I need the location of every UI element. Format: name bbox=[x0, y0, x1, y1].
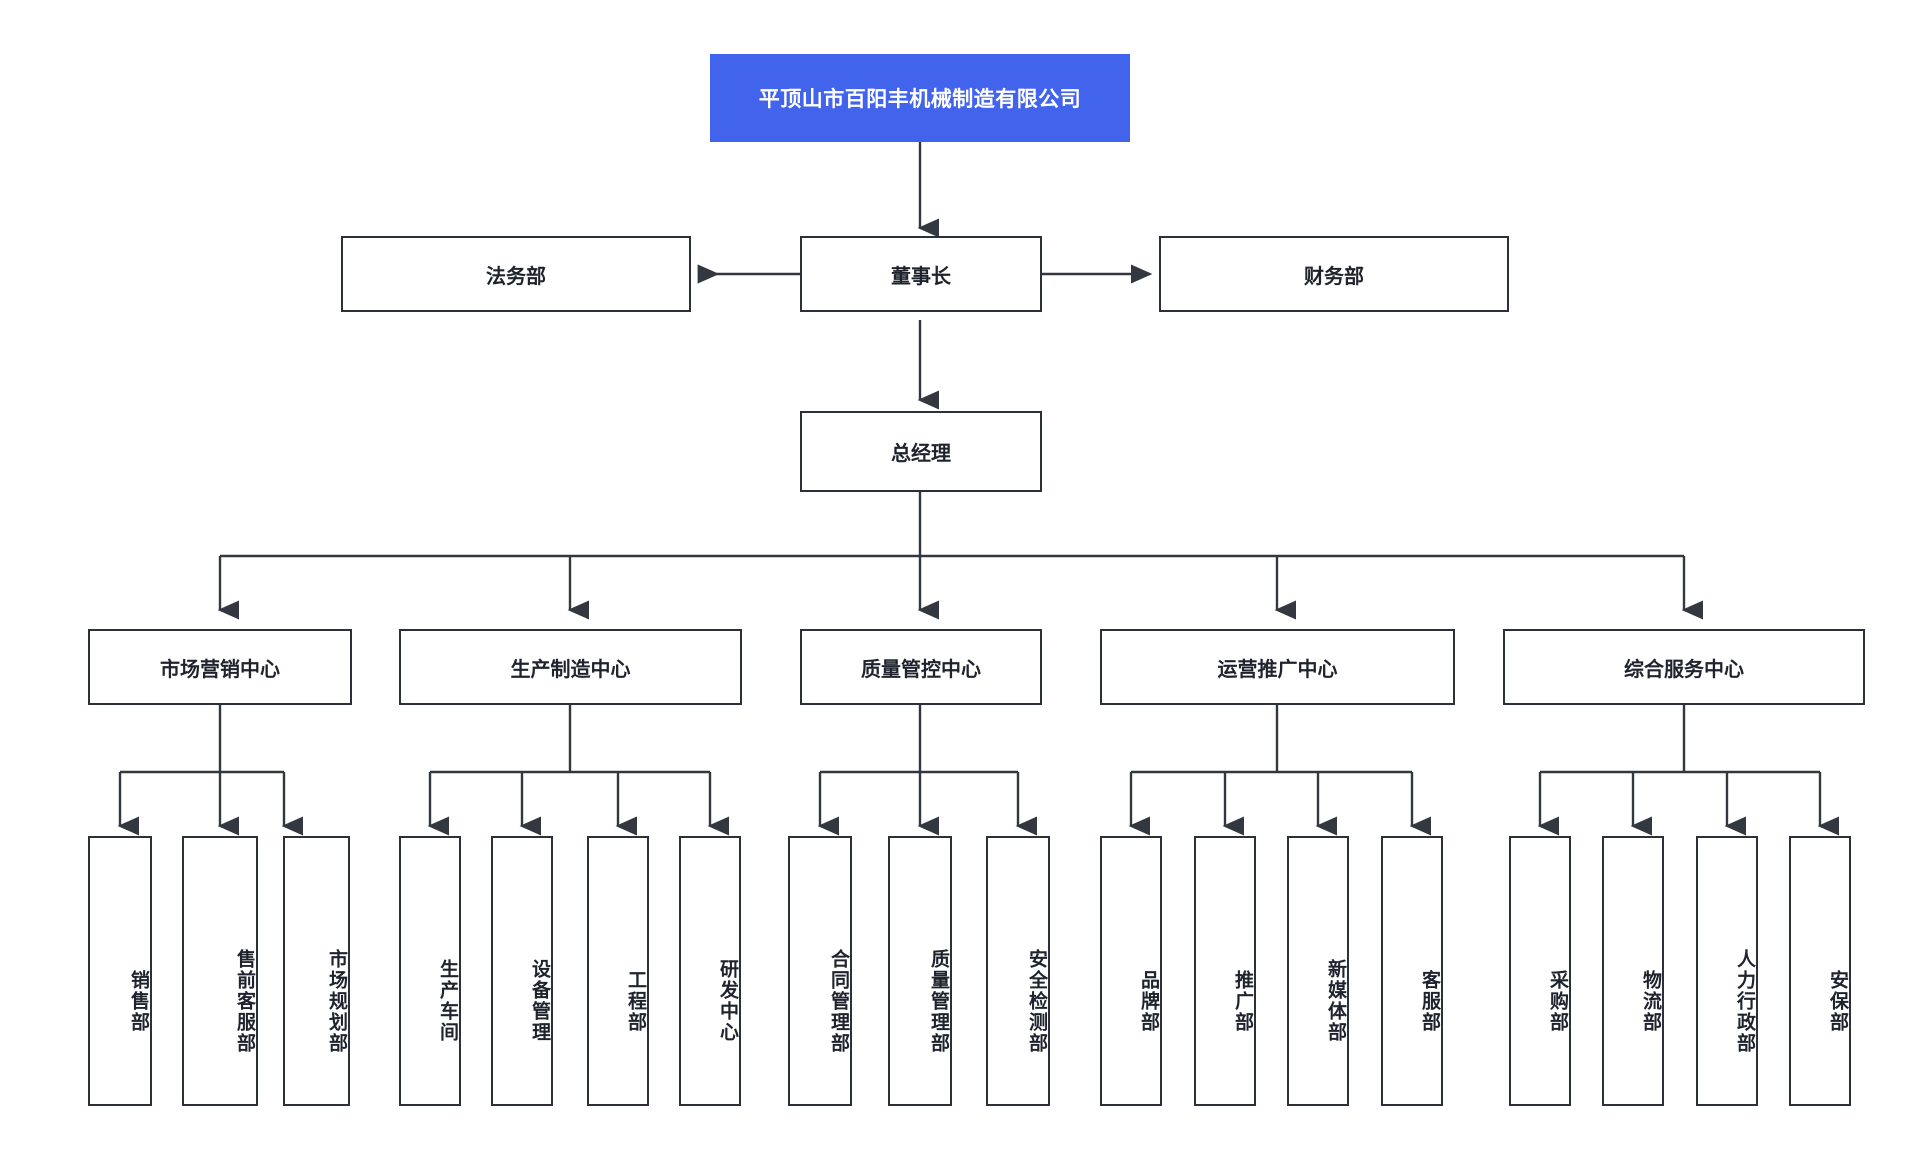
node-center-operations[interactable]: 运营推广中心 bbox=[1100, 629, 1455, 705]
node-dept-sales[interactable]: 销售部 bbox=[88, 836, 152, 1106]
node-center-quality[interactable]: 质量管控中心 bbox=[800, 629, 1042, 705]
node-dept-market-planning[interactable]: 市场规划部 bbox=[283, 836, 350, 1106]
node-finance-department[interactable]: 财务部 bbox=[1159, 236, 1509, 312]
node-center-manufacturing[interactable]: 生产制造中心 bbox=[399, 629, 742, 705]
node-company-root[interactable]: 平顶山市百阳丰机械制造有限公司 bbox=[710, 54, 1130, 142]
node-dept-new-media[interactable]: 新媒体部 bbox=[1287, 836, 1349, 1106]
node-dept-procurement[interactable]: 采购部 bbox=[1509, 836, 1571, 1106]
node-center-general-service[interactable]: 综合服务中心 bbox=[1503, 629, 1865, 705]
node-dept-engineering[interactable]: 工程部 bbox=[587, 836, 649, 1106]
node-legal-department[interactable]: 法务部 bbox=[341, 236, 691, 312]
node-chairman[interactable]: 董事长 bbox=[800, 236, 1042, 312]
node-dept-production-workshop[interactable]: 生产车间 bbox=[399, 836, 461, 1106]
node-general-manager[interactable]: 总经理 bbox=[800, 411, 1042, 492]
node-dept-rnd-center[interactable]: 研发中心 bbox=[679, 836, 741, 1106]
node-dept-safety-inspection[interactable]: 安全检测部 bbox=[986, 836, 1050, 1106]
node-dept-brand[interactable]: 品牌部 bbox=[1100, 836, 1162, 1106]
node-dept-promotion[interactable]: 推广部 bbox=[1194, 836, 1256, 1106]
node-dept-contract-management[interactable]: 合同管理部 bbox=[788, 836, 852, 1106]
node-dept-security[interactable]: 安保部 bbox=[1789, 836, 1851, 1106]
node-dept-quality-management[interactable]: 质量管理部 bbox=[888, 836, 952, 1106]
node-center-marketing[interactable]: 市场营销中心 bbox=[88, 629, 352, 705]
node-dept-hr-admin[interactable]: 人力行政部 bbox=[1696, 836, 1758, 1106]
node-dept-presales-service[interactable]: 售前客服部 bbox=[182, 836, 258, 1106]
node-dept-logistics[interactable]: 物流部 bbox=[1602, 836, 1664, 1106]
node-dept-equipment-management[interactable]: 设备管理 bbox=[491, 836, 553, 1106]
node-dept-customer-service[interactable]: 客服部 bbox=[1381, 836, 1443, 1106]
